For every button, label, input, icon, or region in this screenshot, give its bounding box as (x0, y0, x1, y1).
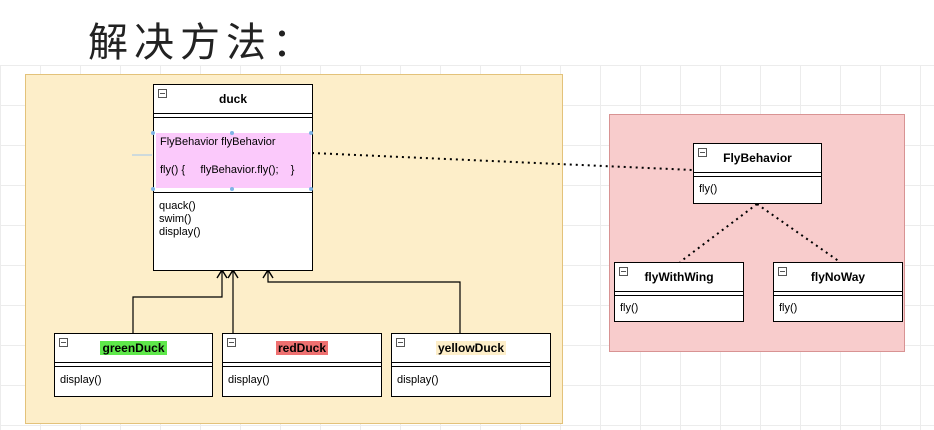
method-quack: quack() (159, 200, 196, 212)
selection-handle[interactable] (230, 187, 234, 191)
selection-handle[interactable] (151, 131, 155, 135)
method-swim: swim() (159, 213, 192, 225)
realization-line-flywithwing (679, 203, 758, 263)
method-fly: fly() (779, 302, 798, 314)
class-flybehavior-name: FlyBehavior (723, 151, 792, 165)
collapse-icon[interactable] (619, 267, 628, 276)
collapse-icon[interactable] (158, 89, 167, 98)
method-fly: fly() (699, 183, 718, 195)
selection-handle[interactable] (230, 131, 234, 135)
class-greenduck-name: greenDuck (100, 341, 167, 355)
page-title: 解决方法： (88, 20, 318, 66)
class-flybehavior[interactable]: FlyBehavior fly() (693, 143, 822, 204)
fly-behavior-field-highlight[interactable]: FlyBehavior flyBehavior fly() { flyBehav… (156, 133, 311, 188)
selection-handle[interactable] (151, 187, 155, 191)
class-redduck-name: redDuck (275, 341, 329, 355)
inherit-line-yellowduck (267, 270, 461, 334)
collapse-icon[interactable] (59, 338, 68, 347)
realization-line-flynoway (756, 203, 841, 263)
collapse-icon[interactable] (396, 338, 405, 347)
class-yellowduck-name: yellowDuck (435, 341, 507, 355)
selection-handle[interactable] (309, 187, 313, 191)
collapse-icon[interactable] (698, 148, 707, 157)
class-flywithwing[interactable]: flyWithWing fly() (614, 262, 744, 322)
method-fly-delegate: fly() { flyBehavior.fly(); } (160, 164, 295, 176)
class-yellowduck[interactable]: yellowDuck display() (391, 333, 551, 397)
class-duck-name: duck (218, 92, 247, 106)
duck-methods-list: quack() swim() display() (159, 200, 201, 239)
method-display: display() (397, 374, 439, 386)
method-display: display() (60, 374, 102, 386)
field-flybehavior: FlyBehavior flyBehavior (160, 136, 276, 148)
method-display: display() (228, 374, 270, 386)
duck-attribute-area (154, 119, 312, 193)
association-line (311, 152, 694, 171)
inherit-line-greenduck (132, 270, 223, 334)
class-redduck[interactable]: redDuck display() (222, 333, 382, 397)
selection-handle[interactable] (309, 131, 313, 135)
method-fly: fly() (620, 302, 639, 314)
class-greenduck[interactable]: greenDuck display() (54, 333, 213, 397)
class-flynoway-name: flyNoWay (810, 270, 866, 284)
class-flywithwing-name: flyWithWing (644, 270, 714, 284)
collapse-icon[interactable] (227, 338, 236, 347)
collapse-icon[interactable] (778, 267, 787, 276)
class-flynoway[interactable]: flyNoWay fly() (773, 262, 903, 322)
method-display: display() (159, 226, 201, 238)
